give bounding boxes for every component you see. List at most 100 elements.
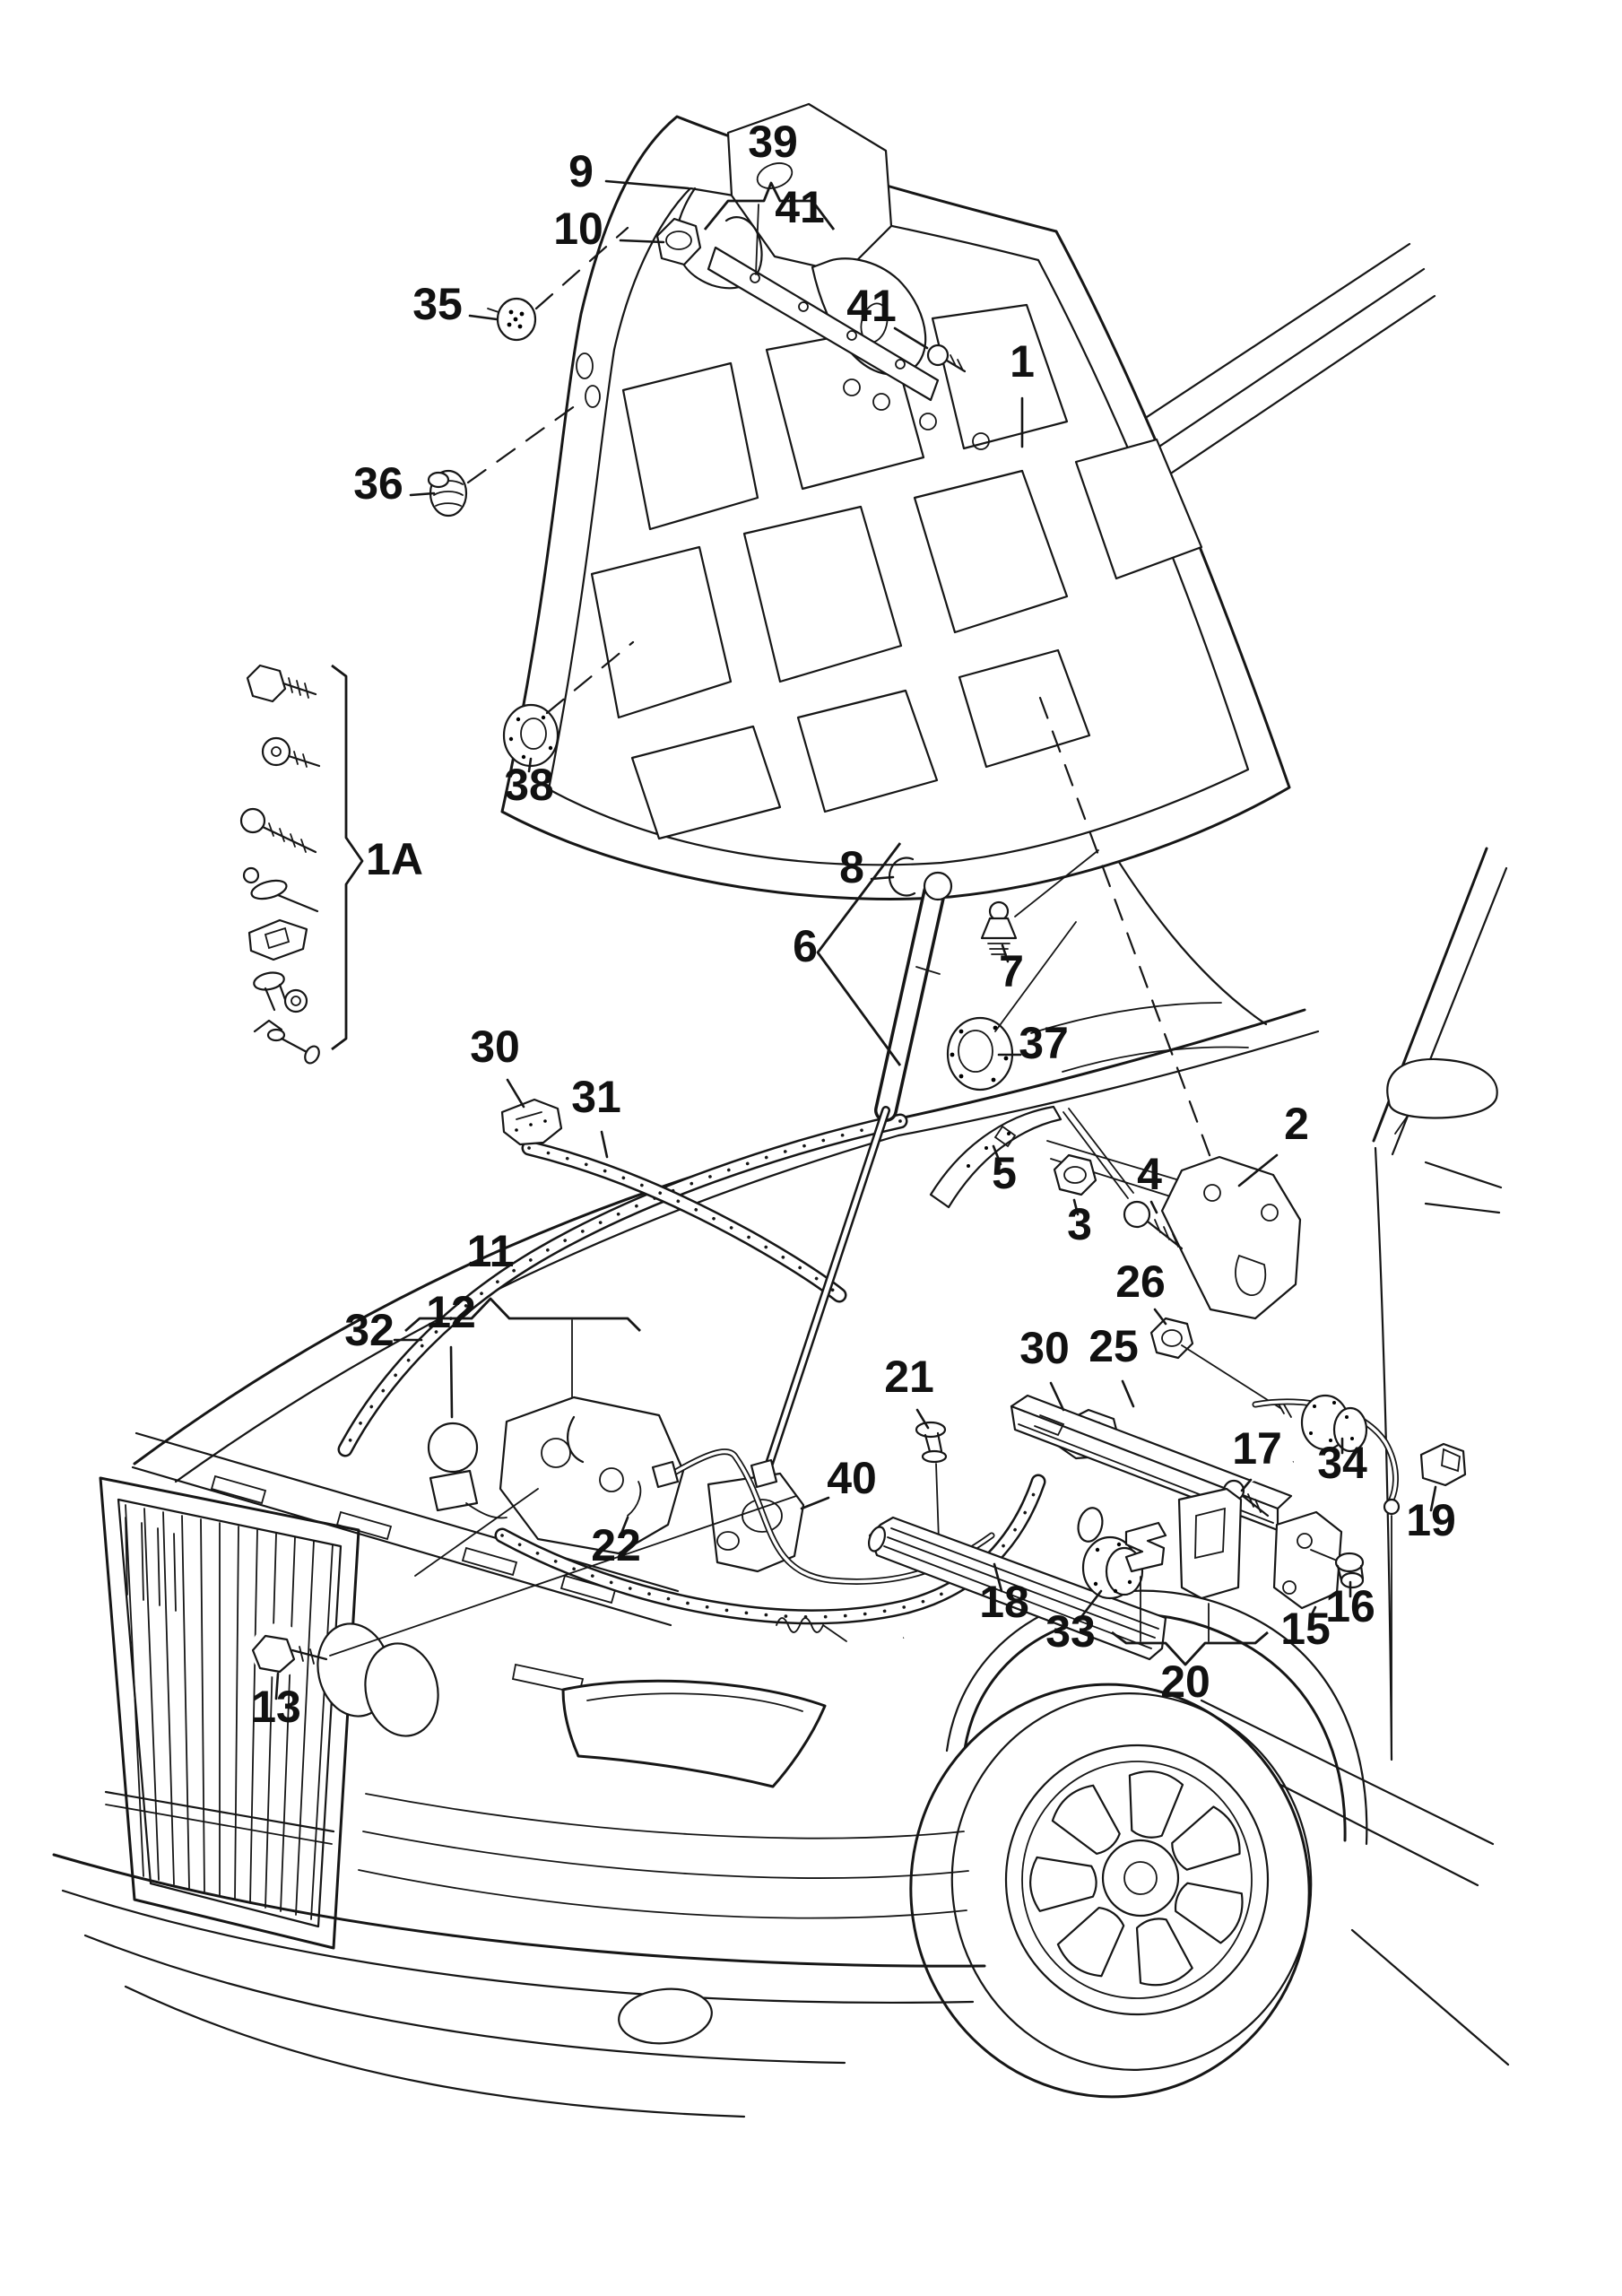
- seal-31: [521, 1140, 847, 1303]
- leader-line-21: [915, 1408, 930, 1430]
- part-label-2[interactable]: 2: [1284, 1099, 1309, 1149]
- lock-carrier-group: [251, 1098, 1467, 1759]
- part-label-22[interactable]: 22: [591, 1520, 641, 1570]
- group-bracket-11: [404, 1297, 641, 1333]
- leader-line-33: [1076, 1589, 1103, 1623]
- clip-set-20: [1124, 1487, 1243, 1642]
- leader-line-30a: [506, 1078, 525, 1109]
- clip-nut: [247, 918, 308, 961]
- part-label-25[interactable]: 25: [1089, 1321, 1139, 1371]
- leader-line-9: [604, 179, 690, 190]
- hood-inner-cutouts: [576, 303, 1203, 840]
- part-label-11[interactable]: 11: [467, 1226, 515, 1276]
- part-label-21[interactable]: 21: [884, 1352, 934, 1402]
- part-label-31[interactable]: 31: [571, 1072, 621, 1122]
- gas-strut-group: [707, 849, 1099, 1573]
- part-label-41b[interactable]: 41: [846, 281, 897, 331]
- part-label-19[interactable]: 19: [1406, 1495, 1456, 1545]
- part-label-13[interactable]: 13: [251, 1682, 301, 1732]
- part-label-36[interactable]: 36: [353, 458, 403, 509]
- side-mirror: [1386, 1057, 1498, 1119]
- group-bracket-20: [1111, 1631, 1269, 1666]
- door-line-1: [1424, 1161, 1503, 1189]
- part-label-30a[interactable]: 30: [470, 1022, 520, 1072]
- leader-line-15: [1308, 1605, 1317, 1620]
- part-label-7[interactable]: 7: [999, 946, 1024, 996]
- part-label-6[interactable]: 6: [793, 921, 818, 971]
- part-label-4[interactable]: 4: [1137, 1149, 1162, 1199]
- bolt-13: [251, 1495, 797, 1677]
- part-label-40[interactable]: 40: [827, 1453, 877, 1503]
- part-label-5[interactable]: 5: [992, 1148, 1017, 1198]
- part-label-1A[interactable]: 1A: [366, 834, 423, 884]
- plastic-rivet: [253, 971, 308, 1013]
- hood-latch-11: [414, 1319, 685, 1577]
- part-label-38[interactable]: 38: [504, 760, 554, 810]
- part-label-41a[interactable]: 41: [775, 182, 825, 232]
- strip-41: [707, 204, 967, 402]
- leader-line-10: [619, 239, 665, 244]
- leader-line-36: [409, 491, 436, 497]
- hex-nut-10: [655, 217, 702, 266]
- sill-line-3: [1350, 1928, 1510, 2066]
- torx-screw: [261, 736, 321, 768]
- part-label-35[interactable]: 35: [412, 279, 463, 329]
- grommet-38: [502, 703, 559, 768]
- radiator-support: [125, 1431, 680, 1695]
- strut-mount-bracket-40: [707, 1458, 805, 1573]
- part-label-26[interactable]: 26: [1115, 1257, 1166, 1307]
- leader-line-41b: [893, 326, 929, 350]
- part-label-30b[interactable]: 30: [1019, 1323, 1070, 1373]
- strip-screw-41: [926, 344, 967, 373]
- buffer-30-left: [500, 1098, 563, 1146]
- group-bracket-6: [816, 842, 902, 1066]
- cable-clip-19: [1419, 1442, 1467, 1487]
- hood-outer-panel: [500, 115, 1291, 900]
- wheel-spokes: [1029, 1770, 1244, 1987]
- hood-inner-panel: [547, 187, 1250, 866]
- part-label-18[interactable]: 18: [979, 1577, 1029, 1627]
- part-label-20[interactable]: 20: [1160, 1657, 1210, 1707]
- callout-group-brackets: [331, 181, 1269, 1666]
- seal-32: [337, 1113, 908, 1457]
- cowl-edge-inner: [897, 1030, 1320, 1137]
- part-label-34[interactable]: 34: [1317, 1438, 1367, 1488]
- leader-line-4: [1149, 1200, 1158, 1214]
- wheel-arch: [963, 1613, 1347, 1842]
- hood-striker-9: [675, 102, 927, 376]
- leader-line-22: [619, 1516, 629, 1537]
- group-bracket-39: [703, 181, 836, 230]
- leader-line-38: [527, 757, 533, 773]
- part-label-8[interactable]: 8: [839, 842, 864, 892]
- part-label-39[interactable]: 39: [748, 117, 798, 167]
- leader-line-18: [993, 1562, 1003, 1593]
- cowl-trim-5: [929, 1105, 1134, 1209]
- front-bumper: [52, 1793, 986, 2118]
- leader-line-17: [1240, 1478, 1253, 1492]
- audi-rings: [317, 1622, 439, 1737]
- assembly-direction-lines: [466, 226, 1214, 1164]
- part-label-3[interactable]: 3: [1067, 1199, 1092, 1249]
- nut-3: [1053, 1153, 1097, 1196]
- part-label-12[interactable]: 12: [426, 1287, 476, 1337]
- part-label-1[interactable]: 1: [1010, 336, 1035, 387]
- bolt-4: [1123, 1200, 1184, 1250]
- part-label-15[interactable]: 15: [1280, 1604, 1331, 1654]
- fastener-kit-1a: [239, 664, 321, 1065]
- leader-line-30b: [1049, 1381, 1065, 1412]
- part-label-33[interactable]: 33: [1045, 1606, 1096, 1657]
- part-label-37[interactable]: 37: [1019, 1018, 1069, 1068]
- part-label-16[interactable]: 16: [1325, 1581, 1375, 1631]
- part-label-10[interactable]: 10: [553, 204, 603, 254]
- group-bracket-1A: [331, 664, 364, 1051]
- part-label-9[interactable]: 9: [568, 146, 594, 196]
- part-label-17[interactable]: 17: [1232, 1423, 1282, 1474]
- leader-line-3: [1072, 1198, 1080, 1216]
- fender-edge-inner: [174, 1134, 900, 1483]
- part-label-32[interactable]: 32: [344, 1305, 395, 1355]
- sill-line-1: [1200, 1699, 1495, 1846]
- hood-assembly: [500, 102, 1291, 900]
- car-body: [52, 242, 1510, 2118]
- hinge-group: [929, 1105, 1302, 1418]
